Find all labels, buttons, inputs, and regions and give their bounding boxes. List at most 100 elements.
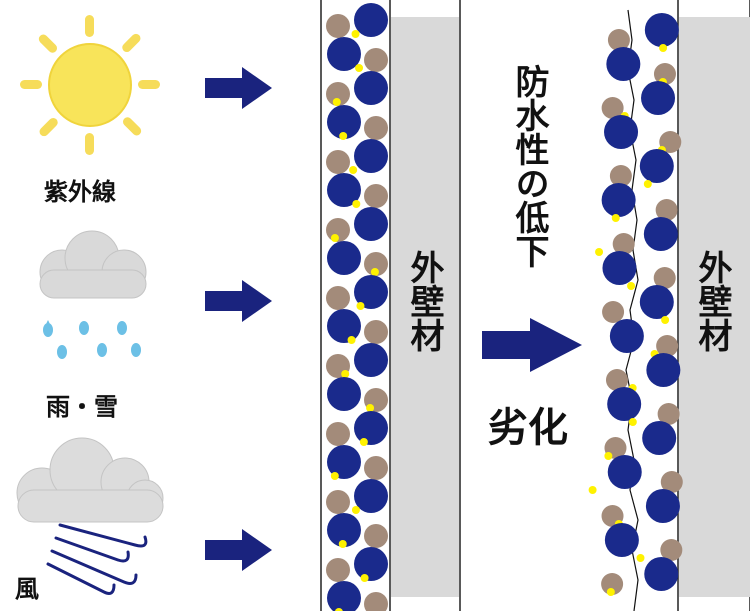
particle-yellow: [636, 554, 645, 562]
particle-yellow: [604, 452, 613, 460]
particle-brown: [607, 29, 630, 51]
particle-blue: [641, 81, 676, 115]
particle-blue: [327, 445, 361, 479]
wall-after: [588, 0, 750, 611]
particle-brown: [364, 524, 388, 548]
particle-brown: [653, 63, 676, 85]
particle-brown: [364, 592, 388, 611]
rain-cloud-icon: [39, 230, 147, 359]
particle-yellow: [595, 248, 604, 256]
particle-blue: [327, 173, 361, 207]
particle-brown: [602, 301, 625, 323]
particle-brown: [326, 558, 350, 582]
particle-blue: [644, 557, 679, 591]
particle-brown: [612, 233, 635, 255]
particle-brown: [364, 48, 388, 72]
particle-blue: [645, 489, 680, 523]
particle-blue: [354, 275, 388, 309]
particle-blue: [642, 421, 677, 455]
particle-blue: [327, 377, 361, 411]
particle-blue: [609, 319, 644, 353]
particle-blue: [602, 251, 637, 285]
particle-yellow: [360, 574, 369, 582]
particle-brown: [655, 199, 678, 221]
particle-yellow: [351, 506, 360, 514]
particle-brown: [601, 97, 624, 119]
particle-brown: [364, 184, 388, 208]
particle-yellow: [359, 438, 368, 446]
particle-brown: [653, 267, 676, 289]
label-wind: 風: [15, 575, 39, 603]
particle-blue: [607, 387, 642, 421]
particle-yellow: [659, 44, 668, 52]
particle-yellow: [330, 472, 339, 480]
particle-brown: [326, 490, 350, 514]
particle-yellow: [661, 316, 670, 324]
particle-brown: [660, 471, 683, 493]
particle-yellow: [588, 486, 597, 494]
particle-brown: [660, 539, 683, 561]
sun-icon: [20, 15, 160, 155]
particle-yellow: [347, 336, 356, 344]
particle-yellow: [330, 234, 339, 242]
particle-blue: [643, 217, 678, 251]
particle-yellow: [341, 370, 350, 378]
particle-blue: [327, 105, 361, 139]
particle-blue: [606, 47, 641, 81]
particle-blue: [354, 71, 388, 105]
particle-yellow: [351, 30, 360, 38]
wind-cloud-icon: [16, 437, 164, 595]
particle-brown: [657, 403, 680, 425]
particle-blue: [601, 183, 636, 217]
particle-blue: [604, 523, 639, 557]
particle-blue: [354, 139, 388, 173]
arrow-right-2: [205, 280, 272, 322]
arrow-right-large: [482, 318, 582, 372]
particle-brown: [609, 165, 632, 187]
arrow-right-1: [205, 67, 272, 109]
deterioration-label: 劣化: [488, 405, 568, 451]
wall-label-before: 外壁材: [404, 250, 444, 352]
wall-before: [320, 0, 461, 611]
particle-blue: [607, 455, 642, 489]
particle-brown: [364, 252, 388, 276]
particle-blue: [327, 309, 361, 343]
particle-brown: [364, 116, 388, 140]
particle-blue: [644, 13, 679, 47]
particle-brown: [656, 335, 679, 357]
particle-blue: [354, 411, 388, 445]
particle-blue: [354, 207, 388, 241]
particle-blue: [354, 479, 388, 513]
particle-yellow: [356, 302, 365, 310]
particle-brown: [364, 456, 388, 480]
particle-yellow: [338, 540, 347, 548]
particle-brown: [326, 150, 350, 174]
particle-blue: [646, 353, 681, 387]
wall-label-after: 外壁材: [692, 250, 732, 352]
particle-yellow: [627, 282, 636, 290]
particle-brown: [326, 422, 350, 446]
particle-yellow: [370, 268, 379, 276]
particle-brown: [326, 14, 350, 38]
particle-blue: [639, 285, 674, 319]
particle-yellow: [628, 418, 637, 426]
particle-blue: [354, 3, 388, 37]
particle-brown: [326, 286, 350, 310]
particle-blue: [639, 149, 674, 183]
arrows: [205, 67, 582, 571]
particle-brown: [364, 320, 388, 344]
particle-brown: [601, 573, 624, 595]
particle-yellow: [611, 214, 620, 222]
particle-yellow: [335, 608, 343, 611]
particle-brown: [326, 82, 350, 106]
particle-blue: [327, 513, 361, 547]
particle-yellow: [366, 404, 375, 412]
label-uv: 紫外線: [44, 178, 116, 206]
crack-line: [625, 9, 639, 611]
particle-blue: [354, 547, 388, 581]
particle-yellow: [332, 98, 341, 106]
particle-blue: [327, 241, 361, 275]
particle-yellow: [643, 180, 652, 188]
particle-blue: [327, 581, 361, 611]
